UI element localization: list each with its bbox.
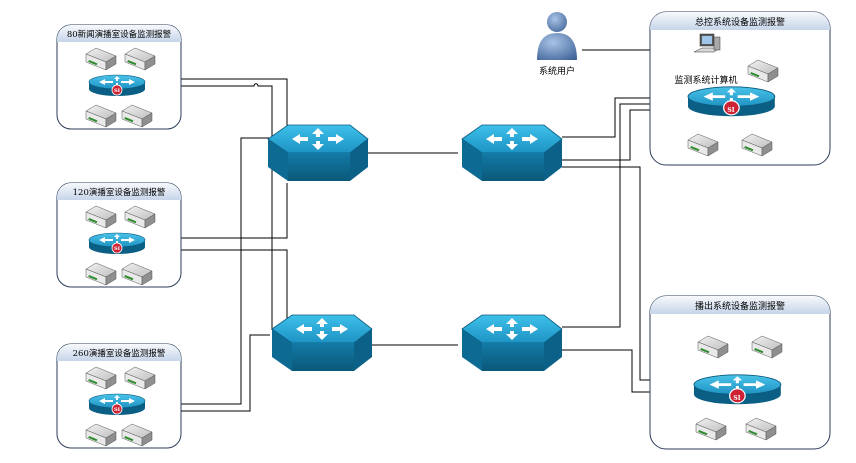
panel-title: 260演播室设备监测报警 xyxy=(73,348,166,359)
panel-title: 播出系统设备监测报警 xyxy=(695,300,785,312)
monitor-pc-label: 监测系统计算机 xyxy=(674,74,737,86)
panel-80-studio: 80新闻演播室设备监测报警 SI xyxy=(56,24,182,130)
switch-badge: SI xyxy=(114,88,121,94)
panel-title: 80新闻演播室设备监测报警 xyxy=(67,29,172,40)
panel-output: 播出系统设备监测报警 SI xyxy=(649,295,831,450)
router-icon xyxy=(271,314,373,372)
switch-badge: SI xyxy=(733,395,740,402)
panel-260-studio: 260演播室设备监测报警 SI xyxy=(56,343,182,449)
system-user-label: 系统用户 xyxy=(539,65,575,77)
panel-title: 总控系统设备监测报警 xyxy=(695,16,785,28)
panel-120-studio: 120演播室设备监测报警 SI xyxy=(56,182,182,288)
router-icon xyxy=(461,124,563,182)
connection-lines xyxy=(152,49,700,412)
switch-badge: SI xyxy=(727,107,734,114)
computer-icon xyxy=(693,33,721,53)
router-icon xyxy=(461,314,563,372)
panel-title: 120演播室设备监测报警 xyxy=(73,187,166,198)
system-user: 系统用户 xyxy=(537,12,577,77)
switch-badge: SI xyxy=(114,407,121,413)
panel-control: 总控系统设备监测报警 监测系统计算机 SI xyxy=(649,11,831,166)
router-icon xyxy=(267,124,369,182)
switch-badge: SI xyxy=(114,246,121,252)
user-icon xyxy=(547,12,567,32)
